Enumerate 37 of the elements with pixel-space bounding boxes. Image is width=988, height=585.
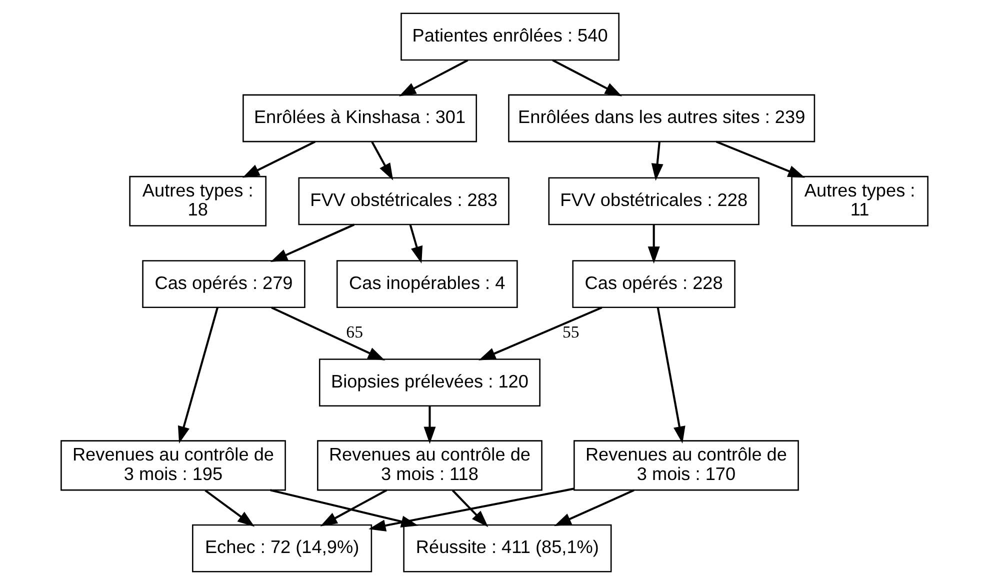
node-box: Enrôlées dans les autres sites : 239 [508, 94, 815, 142]
node-box: Echec : 72 (14,9%) [192, 524, 372, 572]
edge-label: 55 [562, 322, 579, 342]
node-box: Autres types : 11 [790, 176, 928, 226]
arrow [270, 306, 385, 360]
arrow [320, 489, 387, 526]
arrow [715, 140, 805, 178]
arrow [408, 224, 422, 264]
arrow [398, 59, 468, 96]
node-box: Patientes enrôlées : 540 [400, 12, 619, 61]
node-box: Réussite : 411 (85,1%) [402, 524, 612, 572]
node-box: Biopsies prélevées : 120 [318, 358, 540, 406]
node-box: FVV obstétricales : 228 [548, 177, 759, 226]
node-box: Revenues au contrôle de 3 mois : 118 [316, 440, 542, 491]
arrow [552, 59, 622, 96]
node-box: Cas opérés : 228 [572, 260, 735, 308]
node-box: Revenues au contrôle de 3 mois : 170 [573, 440, 798, 491]
arrow [368, 488, 574, 532]
arrow [650, 142, 663, 181]
edge-label: 65 [346, 322, 363, 342]
node-box: Enrôlées à Kinshasa : 301 [242, 94, 477, 142]
arrow [451, 490, 488, 528]
arrow [204, 490, 254, 527]
arrow [270, 224, 354, 262]
node-box: Cas inopérables : 4 [336, 260, 518, 308]
arrow [177, 307, 218, 444]
arrow [656, 307, 685, 444]
arrow [242, 140, 316, 178]
node-box: Cas opérés : 279 [142, 260, 305, 308]
arrow [478, 306, 602, 360]
arrow [554, 489, 634, 526]
arrow [647, 224, 660, 264]
node-box: FVV obstétricales : 283 [298, 177, 509, 226]
node-box: Autres types : 18 [128, 176, 266, 226]
node-box: Revenues au contrôle de 3 mois : 195 [60, 440, 286, 491]
arrow [423, 406, 436, 444]
arrow [370, 141, 393, 180]
